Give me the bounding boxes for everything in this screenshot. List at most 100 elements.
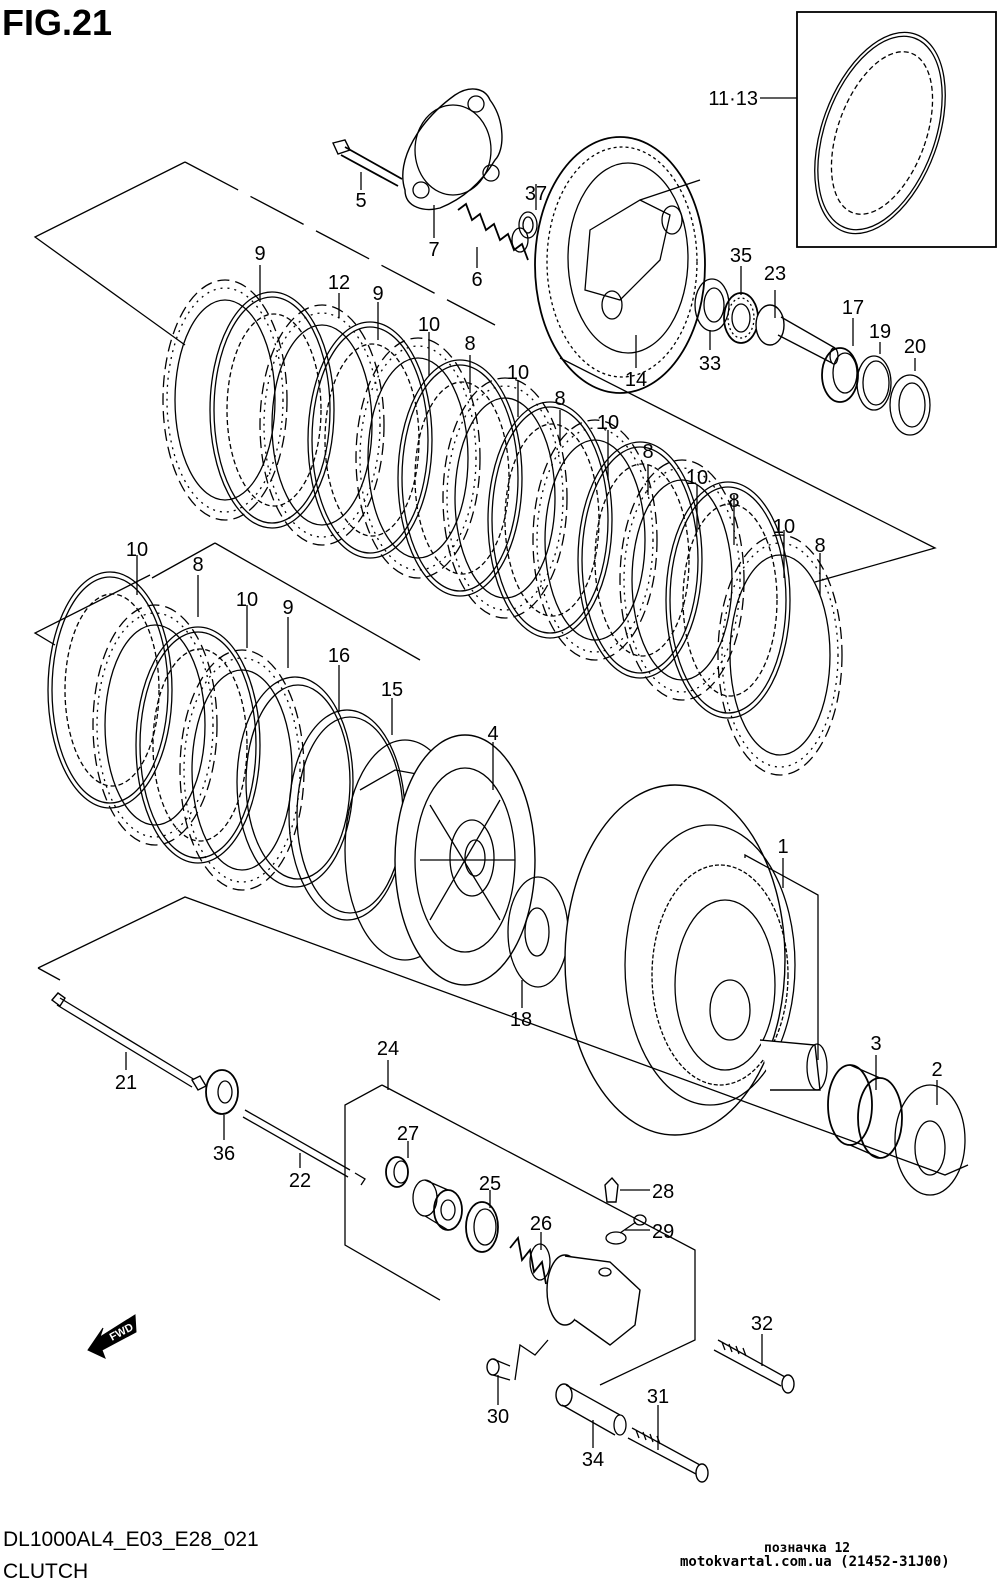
callout-36[interactable]: 36	[213, 1143, 235, 1165]
callout-9[interactable]: 9	[254, 243, 265, 265]
clutch-plate-stack-upper	[162, 279, 843, 776]
callout-29[interactable]: 29	[652, 1221, 674, 1243]
bleeder-28	[604, 1176, 619, 1203]
bracket-line	[184, 161, 496, 326]
callout-5[interactable]: 5	[355, 190, 366, 212]
bearing-35	[723, 292, 759, 344]
callout-8[interactable]: 8	[554, 388, 565, 410]
callout-14[interactable]: 14	[625, 369, 647, 391]
callout-2[interactable]: 2	[931, 1059, 942, 1081]
callout-3[interactable]: 3	[870, 1033, 881, 1055]
piston	[412, 1179, 463, 1231]
callout-27[interactable]: 27	[397, 1123, 419, 1145]
drive-plate-8	[619, 459, 745, 701]
washer-19	[856, 355, 892, 411]
push-rod-22	[242, 1109, 366, 1186]
bearing-17	[821, 347, 859, 403]
callout-1[interactable]: 1	[777, 836, 788, 858]
callout-33[interactable]: 33	[699, 353, 721, 375]
callout-31[interactable]: 31	[647, 1386, 669, 1408]
callout-21[interactable]: 21	[115, 1072, 137, 1094]
bracket-line	[381, 1084, 696, 1386]
callout-37[interactable]: 37	[525, 183, 547, 205]
callout-28[interactable]: 28	[652, 1181, 674, 1203]
cap-29	[605, 1214, 647, 1245]
callout-12[interactable]: 12	[328, 272, 350, 294]
drive-plate-8	[532, 419, 658, 661]
model-code: DL1000AL4_E03_E28_021	[3, 1528, 259, 1551]
spring-washer-seat-16	[236, 676, 354, 888]
callout-7[interactable]: 7	[428, 239, 439, 261]
spring-26	[509, 1235, 551, 1285]
callout-18[interactable]: 18	[510, 1009, 532, 1031]
callout-9[interactable]: 9	[372, 283, 383, 305]
callout-11-13[interactable]: 11·13	[708, 88, 758, 110]
fwd-label: FWD	[108, 1321, 136, 1343]
callout-26[interactable]: 26	[530, 1213, 552, 1235]
callout-24[interactable]: 24	[377, 1038, 399, 1060]
push-piece-23	[755, 304, 839, 365]
driven-plate-10	[397, 359, 523, 597]
callout-10[interactable]: 10	[236, 589, 258, 611]
lifter-plate-7	[402, 88, 503, 211]
bracket-line	[33, 161, 186, 346]
driven-plate-10	[135, 626, 261, 864]
bracket-line	[37, 967, 61, 981]
callout-10[interactable]: 10	[597, 412, 619, 434]
callout-30[interactable]: 30	[487, 1406, 509, 1428]
driven-plate-10	[307, 321, 433, 559]
forward-arrow-icon: FWD	[87, 1314, 137, 1359]
thrust-washer-2	[894, 1084, 966, 1196]
callout-10[interactable]: 10	[126, 539, 148, 561]
figure-title: FIG.21	[2, 2, 113, 43]
drive-plate-8	[92, 604, 218, 846]
driven-plate-10	[487, 401, 613, 639]
pressure-plate-14	[534, 136, 706, 394]
washer-20	[889, 374, 931, 436]
callout-16[interactable]: 16	[328, 645, 350, 667]
bracket-line	[344, 1084, 441, 1301]
drive-plate-8	[442, 377, 568, 619]
callout-8[interactable]: 8	[192, 554, 203, 576]
callout-8[interactable]: 8	[814, 535, 825, 557]
bolt-5	[332, 139, 403, 187]
release-cylinder-body	[546, 1254, 641, 1346]
callout-35[interactable]: 35	[730, 245, 752, 267]
clutch-sleeve-hub-4	[344, 734, 536, 986]
bracket-line	[744, 853, 819, 1060]
callout-10[interactable]: 10	[418, 314, 440, 336]
clutch-plate-stack-lower	[47, 571, 305, 891]
oil-seal-36	[205, 1069, 239, 1115]
callout-17[interactable]: 17	[842, 297, 864, 319]
callout-34[interactable]: 34	[582, 1449, 604, 1471]
callout-20[interactable]: 20	[904, 336, 926, 358]
callout-8[interactable]: 8	[464, 333, 475, 355]
bolt-31	[627, 1427, 709, 1483]
callout-22[interactable]: 22	[289, 1170, 311, 1192]
washer-33	[694, 278, 730, 332]
callout-4[interactable]: 4	[487, 723, 498, 745]
callout-15[interactable]: 15	[381, 679, 403, 701]
callout-6[interactable]: 6	[471, 269, 482, 291]
callout-9[interactable]: 9	[282, 597, 293, 619]
seal-25	[465, 1201, 499, 1253]
pipe-34	[555, 1383, 627, 1436]
callout-19[interactable]: 19	[869, 321, 891, 343]
push-rod-21	[50, 992, 207, 1091]
needle-bearing-3	[827, 1064, 903, 1159]
bracket-line	[514, 1339, 549, 1381]
seal-27	[385, 1156, 409, 1188]
primary-driven-gear-1	[564, 784, 828, 1136]
callout-32[interactable]: 32	[751, 1313, 773, 1335]
callout-10[interactable]: 10	[773, 516, 795, 538]
leader-lines	[125, 172, 938, 1450]
callout-8[interactable]: 8	[642, 441, 653, 463]
callout-23[interactable]: 23	[764, 263, 786, 285]
inset-box-11-13	[760, 11, 997, 248]
callout-10[interactable]: 10	[507, 362, 529, 384]
callout-25[interactable]: 25	[479, 1173, 501, 1195]
callout-8[interactable]: 8	[728, 490, 739, 512]
drive-plate-9	[179, 649, 305, 891]
callout-10[interactable]: 10	[686, 467, 708, 489]
